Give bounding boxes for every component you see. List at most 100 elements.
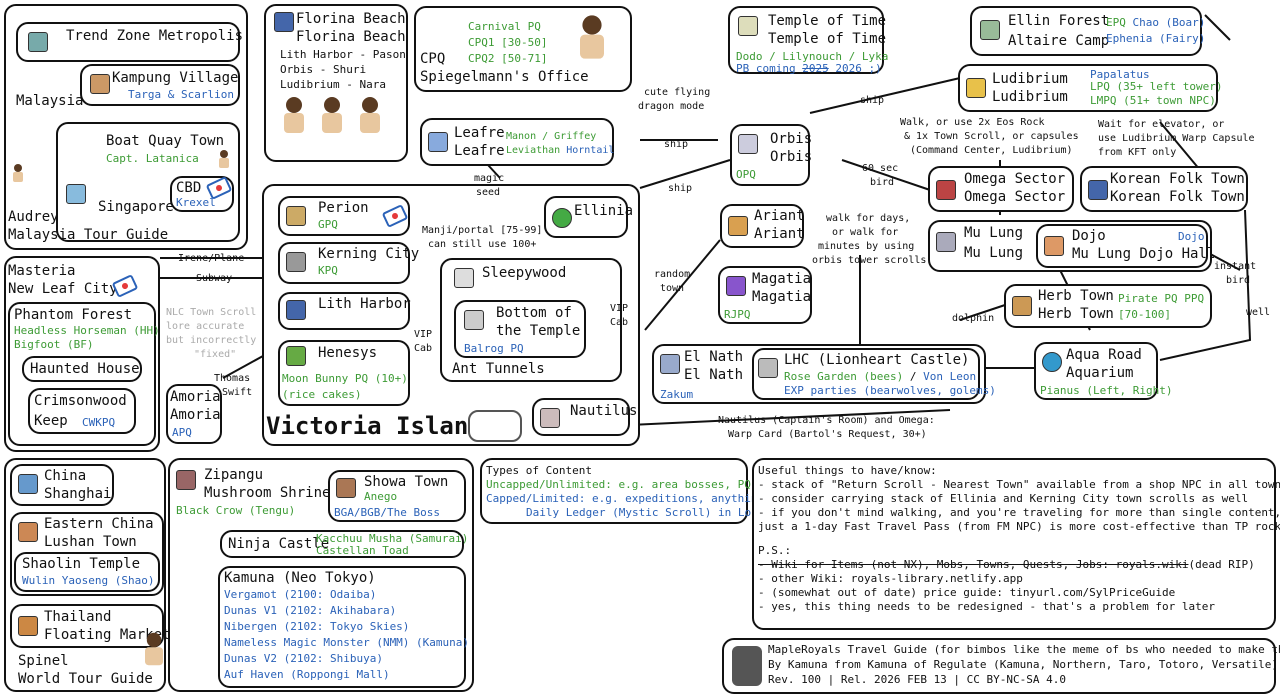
guide-title: World Tour Guide: [18, 671, 153, 687]
magatia-box[interactable]: Magatia Magatia RJPQ: [718, 266, 812, 324]
town-name: Magatia: [752, 289, 812, 305]
trend-zone-box[interactable]: Trend Zone Metropolis: [16, 22, 244, 62]
town-icon: [274, 12, 294, 32]
area-name: Keep: [34, 413, 68, 429]
omega-sector-box[interactable]: Omega Sector Omega Sector: [928, 166, 1074, 212]
town-name: CBD: [176, 180, 202, 196]
town-name: Herb Town: [1038, 288, 1114, 304]
bottom-of-temple-box[interactable]: Bottom of the Temple Balrog PQ: [454, 300, 586, 358]
town-icon: [552, 208, 572, 228]
town-icon: [936, 180, 956, 200]
town-icon: [758, 358, 778, 378]
useful-item: just a 1-day Fast Travel Pass (from FM N…: [758, 520, 1280, 533]
town-name: Perion: [318, 200, 369, 216]
herb-town-box[interactable]: Herb Town Herb Town Pirate PQ PPQ [70-10…: [1004, 284, 1212, 328]
useful-things-box: Useful things to have/know: - stack of "…: [752, 458, 1280, 630]
spiegelmann-avatar: [578, 15, 607, 59]
lhc-box[interactable]: LHC (Lionheart Castle) Rose Garden (bees…: [752, 348, 996, 400]
town-icon: [726, 276, 746, 296]
florina-box[interactable]: Florina Beach Florina Beach Lith Harbor …: [264, 4, 408, 162]
nautilus-box[interactable]: Nautilus: [532, 398, 637, 436]
boss-text: Vergamot (2100: Odaiba): [224, 588, 377, 601]
cpq-box[interactable]: Carnival PQ CPQ1 [30-50] CPQ2 [50-71] CP…: [414, 6, 632, 92]
town-name: Sleepywood: [482, 265, 567, 281]
npc-text: Orbis - Shuri: [280, 63, 367, 76]
ellinia-box[interactable]: Ellinia: [544, 196, 633, 238]
route-label: well: [1246, 307, 1271, 318]
kerning-box[interactable]: Kerning City KPQ: [278, 242, 419, 284]
route-label: dragon mode: [638, 101, 705, 112]
town-name: Trend Zone Metropolis: [66, 28, 244, 44]
area-name: Shaolin Temple: [22, 556, 141, 572]
town-name: LHC (Lionheart Castle): [784, 352, 970, 368]
amoria-box[interactable]: Amoria Amoria APQ: [166, 384, 222, 444]
thailand-box[interactable]: Thailand Floating Market: [10, 604, 170, 648]
area-name: Bottom of: [496, 305, 572, 321]
korean-folk-town-box[interactable]: Korean Folk Town Korean Folk Town: [1080, 166, 1248, 212]
npc-text: Krexel: [176, 196, 216, 209]
route-label: Walk, or use 2x Eos Rock: [900, 117, 1045, 128]
credit-rev: Rev. 100 | Rel. 2026 FEB 13 | CC BY-NC-S…: [768, 673, 1067, 686]
town-icon: [66, 184, 86, 204]
pq-text: Carnival PQ: [468, 20, 541, 33]
town-name: Mushroom Shrine: [204, 485, 331, 501]
ellin-forest-box[interactable]: Ellin Forest Altaire Camp EPQ Chao (Boar…: [970, 6, 1206, 56]
kampung-box[interactable]: Kampung Village Targa & Scarlion: [80, 64, 240, 106]
boss-text: Headless Horseman (HH): [14, 324, 160, 337]
singapore-box: Boat Quay Town Capt. Latanica Singapore: [56, 122, 240, 242]
route-label: cute flying: [644, 87, 711, 98]
pq-text: CWKPQ: [82, 416, 116, 429]
town-name: CPQ: [420, 51, 446, 67]
orbis-box[interactable]: Orbis Orbis OPQ: [730, 124, 812, 186]
town-icon: [738, 134, 758, 154]
town-icon: [1044, 236, 1064, 256]
leafre-box[interactable]: Leafre Leafre Manon / Griffey Leviathan …: [420, 118, 614, 166]
route-label: Cab: [610, 317, 629, 328]
types-capped-2: Daily Ledger (Mystic Scroll) in Lounge: [526, 506, 778, 519]
route-label: use Ludibrium Warp Capsule: [1098, 133, 1255, 144]
crimsonwood-box[interactable]: Crimsonwood Keep CWKPQ: [28, 388, 136, 434]
route-note: "fixed": [194, 349, 237, 360]
ninja-castle-box[interactable]: Ninja Castle Kacchuu Musha (Samurai) Cas…: [220, 530, 468, 558]
pq-text: (rice cakes): [282, 388, 362, 401]
haunted-house-box[interactable]: Haunted House: [22, 356, 142, 382]
lith-harbor-box[interactable]: Lith Harbor: [278, 292, 411, 330]
town-name: Ellinia: [574, 203, 634, 219]
cbd-box[interactable]: CBD Krexel: [170, 176, 234, 212]
henesys-box[interactable]: Henesys Moon Bunny PQ (10+) (rice cakes): [278, 340, 410, 406]
route-label: random: [654, 269, 691, 280]
town-icon: [980, 20, 1000, 40]
town-icon: [176, 470, 196, 490]
china-box[interactable]: China Shanghai: [10, 464, 114, 506]
route-label: ship: [664, 139, 689, 150]
aqua-road-box[interactable]: Aqua Road Aquarium Pianus (Left, Right): [1034, 342, 1172, 400]
town-name: Dojo: [1072, 228, 1106, 244]
boss-text: Ephenia (Fairy): [1106, 32, 1206, 45]
shaolin-box[interactable]: Shaolin Temple Wulin Yaoseng (Shao): [14, 552, 160, 592]
town-name: Korean Folk Town: [1110, 189, 1245, 205]
boss-text: Castellan Toad: [316, 544, 409, 557]
route-label: instant: [1214, 261, 1257, 272]
npc-text: Ludibrium - Nara: [280, 78, 386, 91]
npc-text: Manon / Griffey: [506, 131, 597, 142]
temple-of-time-box[interactable]: Temple of Time Temple of Time Dodo / Lil…: [728, 6, 888, 76]
types-capped: Capped/Limited: e.g. expeditions, anythi…: [486, 492, 785, 505]
ariant-box[interactable]: Ariant Ariant: [720, 204, 805, 248]
boss-text: Wulin Yaoseng (Shao): [22, 574, 155, 587]
town-icon: [28, 32, 48, 52]
ludibrium-box[interactable]: Ludibrium Ludibrium Papalatus LPQ (35+ l…: [958, 64, 1222, 112]
route-note: but incorrectly: [166, 335, 257, 346]
route-label: dolphin: [952, 313, 995, 324]
dojo-box[interactable]: Dojo Mu Lung Dojo Hall Dojo: [1036, 224, 1215, 268]
perion-box[interactable]: Perion GPQ: [278, 196, 410, 236]
pb-text: PB coming 2025 2026 ;): [736, 62, 882, 76]
pb-new: 2026 ;): [835, 62, 882, 75]
showa-town-box[interactable]: Showa Town Anego BGA/BGB/The Boss: [328, 470, 466, 522]
town-name: Omega Sector: [964, 189, 1066, 205]
town-name: Leafre: [454, 125, 505, 141]
town-icon: [660, 354, 680, 374]
kamuna-box[interactable]: Kamuna (Neo Tokyo) Vergamot (2100: Odaib…: [218, 566, 469, 688]
town-icon: [286, 346, 306, 366]
boss-line: Leviathan Horntail: [506, 144, 614, 157]
route-label: can still use 100+: [428, 239, 537, 250]
